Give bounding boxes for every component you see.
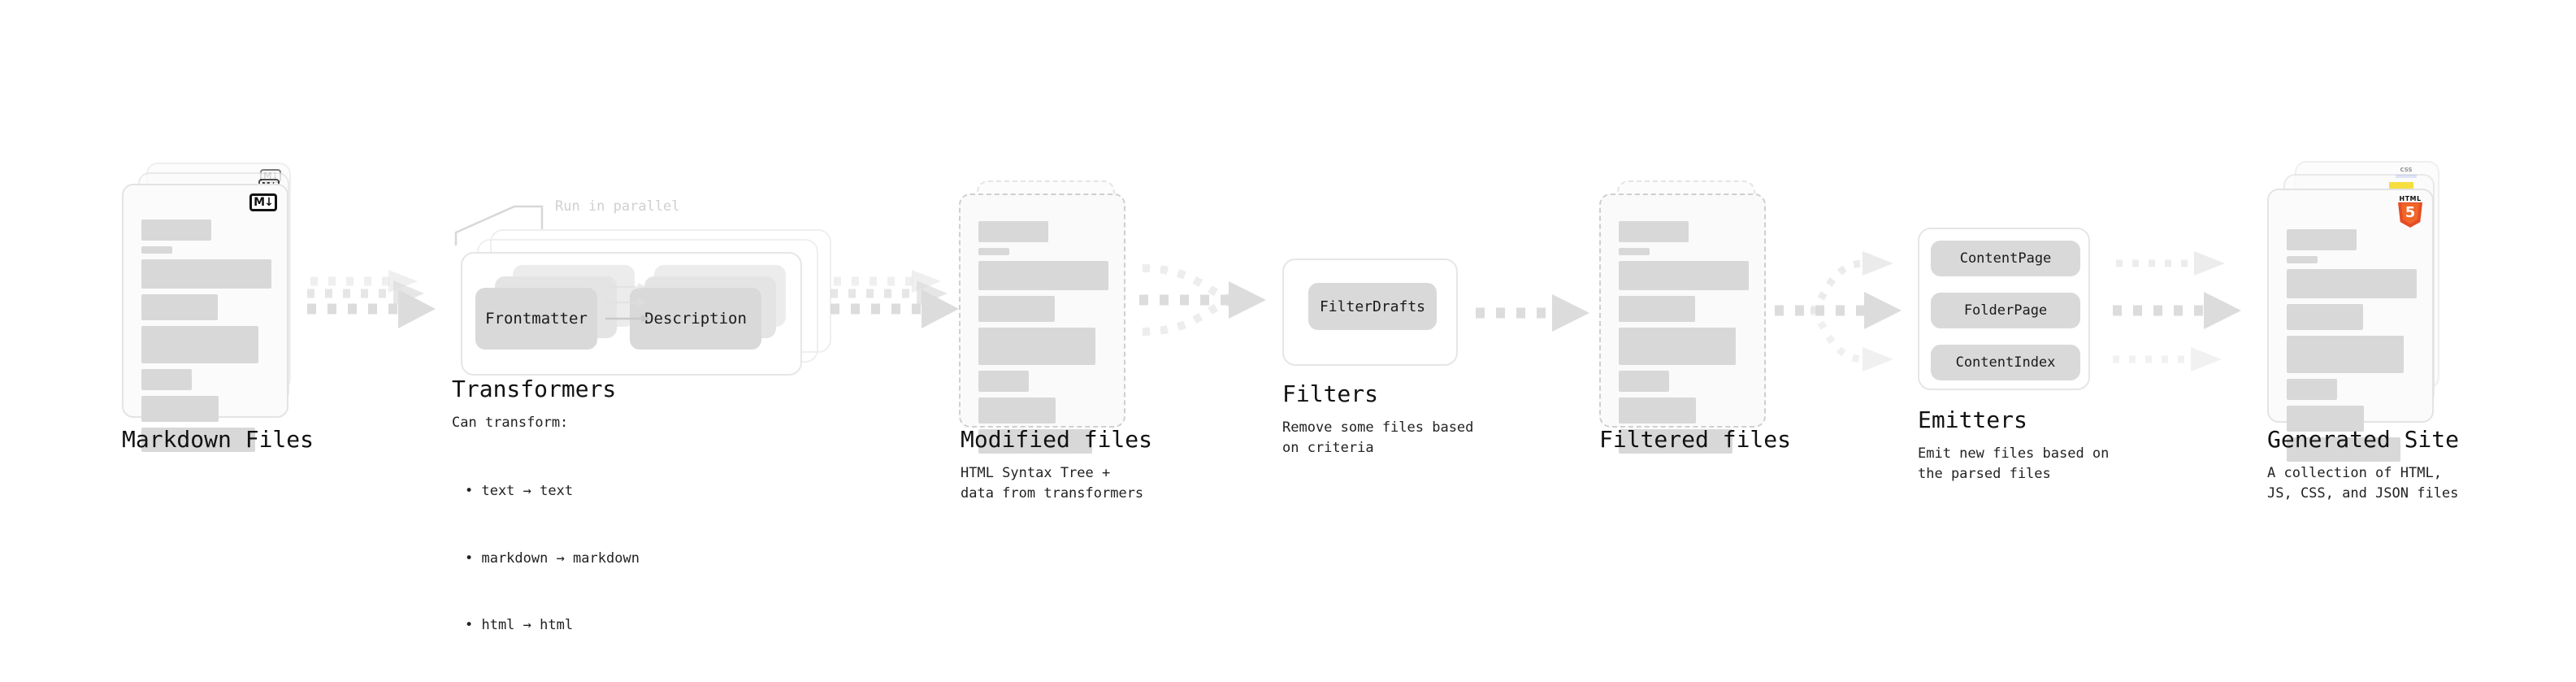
filters-box: FilterDrafts [1282,258,1458,366]
transformers-bullet-list: • text → text • markdown → markdown • ht… [465,436,640,682]
page-title-emitters: Emitters [1918,406,2027,433]
content-bar [2287,269,2417,298]
filters-subtitle: Remove some files based on criteria [1282,419,1474,456]
stage-markdown-files: M↓ M↓ M↓ [122,163,309,452]
stage-modified-files [959,180,1146,457]
filtered-card-front [1599,193,1766,454]
document-content-lines [2287,229,2418,467]
document-content-lines [1619,221,1750,459]
markdown-card-front: M↓ [122,184,288,452]
transformers-subtitle: Can transform: [452,415,569,431]
chip-folderpage[interactable]: FolderPage [1931,293,2080,328]
inner-arrows-icon [605,283,650,323]
page-title-filters: Filters [1282,380,1379,407]
content-bar [978,248,1009,255]
merge-arrow-icon [1139,264,1266,336]
list-item: • html → html [465,617,574,634]
fan-out-arrow-icon [1775,251,1902,371]
modified-card-front [959,193,1125,454]
chip-frontmatter[interactable]: Frontmatter [475,288,597,350]
connector-transformers-to-modified [830,268,969,341]
arrow-icon [1476,294,1589,332]
markdown-file-stack: M↓ M↓ M↓ [122,163,309,452]
connector-modified-to-filters [1138,260,1284,350]
content-bar [2287,304,2363,330]
chip-filterdrafts[interactable]: FilterDrafts [1308,283,1437,330]
triple-arrow-icon [830,270,959,328]
connector-filters-to-filtered [1474,289,1604,337]
html5-shield-inner [2401,203,2419,224]
generated-file-stack: CSS HTML 5 [2267,161,2462,462]
content-bar [1619,248,1650,255]
content-bar [978,429,1092,454]
chip-contentindex[interactable]: ContentIndex [1931,345,2080,380]
content-bar [2287,406,2364,432]
content-bar [2287,256,2318,263]
content-bar [2287,437,2400,462]
content-bar [1619,429,1733,454]
content-bar [978,221,1048,242]
content-bar [141,396,219,422]
document-content-lines [141,219,272,458]
content-bar [141,259,271,289]
content-bar [2287,229,2357,250]
run-in-parallel-bracket-icon [454,205,544,245]
content-bar [978,261,1108,290]
modified-files-subtitle: HTML Syntax Tree + data from transformer… [961,465,1144,502]
content-bar [141,246,172,254]
content-bar [1619,397,1696,424]
connector-filtered-to-emitters [1773,236,1919,390]
content-bar [978,371,1029,392]
connector-md-to-transformers [307,268,445,341]
emitters-box: ContentPage FolderPage ContentIndex [1918,228,2090,390]
markdown-icon: M↓ [249,193,277,211]
document-content-lines [978,221,1109,459]
content-bar [141,428,255,452]
page-title-generated-site: Generated Site [2267,426,2460,453]
content-bar [1619,371,1669,392]
generated-card-front: HTML 5 [2267,189,2434,462]
content-bar [141,326,258,363]
content-bar [978,397,1056,424]
stage-generated-site: CSS HTML 5 [2267,161,2462,462]
triple-arrow-icon [2113,251,2241,371]
page-title-filtered-files: Filtered files [1599,426,1792,453]
content-bar [1619,221,1689,242]
list-item: • text → text [465,483,574,500]
content-bar [1619,296,1695,322]
content-bar [141,294,218,320]
page-title-transformers: Transformers [452,376,617,402]
filtered-file-stack [1599,180,1786,457]
content-bar [141,219,211,241]
content-bar [1619,328,1736,365]
content-bar [141,369,192,390]
transformer-box: Frontmatter Description [461,252,802,376]
modified-file-stack [959,180,1146,457]
triple-arrow-icon [307,270,436,328]
content-bar [1619,261,1749,290]
content-bar [978,328,1095,365]
run-in-parallel-label: Run in parallel [555,198,680,215]
css-label: CSS [2400,167,2413,173]
page-title-modified-files: Modified files [961,426,1153,453]
html5-icon: HTML 5 [2396,195,2424,228]
connector-emitters-to-site [2113,236,2259,390]
html5-five: 5 [2405,204,2416,221]
content-bar [2287,336,2404,373]
html5-label: HTML [2399,195,2422,202]
content-bar [978,296,1055,322]
stage-filtered-files [1599,180,1786,457]
emitters-subtitle: Emit new files based on the parsed files [1918,445,2110,482]
page-title-markdown-files: Markdown Files [122,426,314,453]
list-item: • markdown → markdown [465,550,640,567]
content-bar [2287,379,2337,400]
chip-contentpage[interactable]: ContentPage [1931,241,2080,276]
generated-site-subtitle: A collection of HTML, JS, CSS, and JSON … [2267,465,2459,502]
chip-description[interactable]: Description [630,288,761,350]
